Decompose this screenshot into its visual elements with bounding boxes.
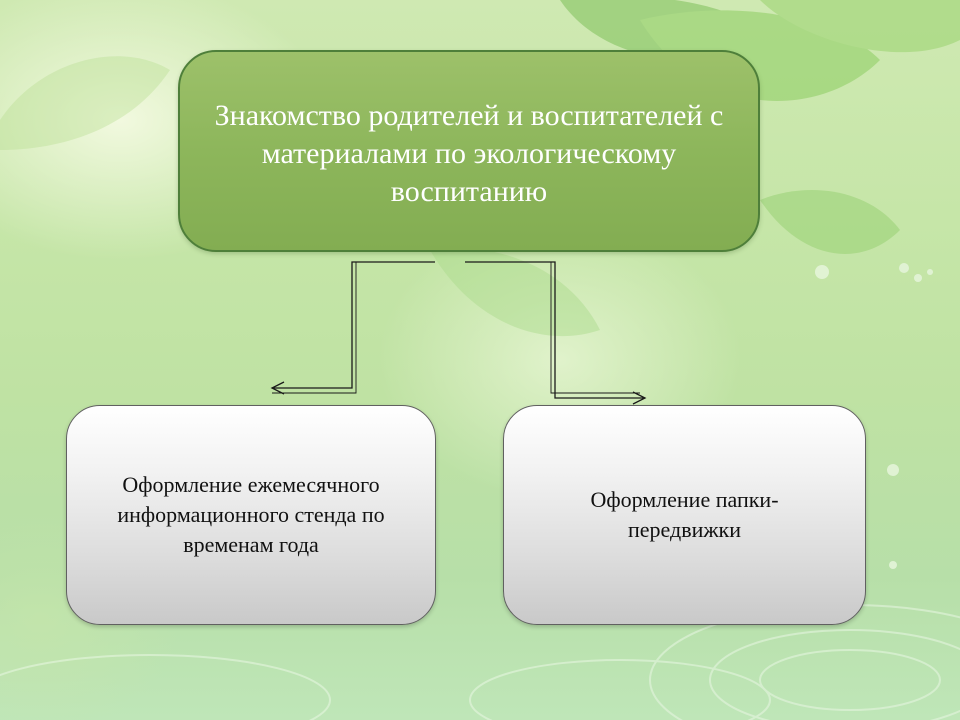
main-node-text: Знакомство родителей и воспитателей с ма… <box>214 99 724 208</box>
main-node: Знакомство родителей и воспитателей с ма… <box>178 50 760 252</box>
child-node-info-stand-text: Оформление ежемесячного информационного … <box>117 472 385 557</box>
child-node-info-stand: Оформление ежемесячного информационного … <box>66 405 436 625</box>
child-node-folder: Оформление папки-передвижки <box>503 405 866 625</box>
child-node-folder-text: Оформление папки-передвижки <box>590 487 779 542</box>
water-drops <box>815 263 933 569</box>
